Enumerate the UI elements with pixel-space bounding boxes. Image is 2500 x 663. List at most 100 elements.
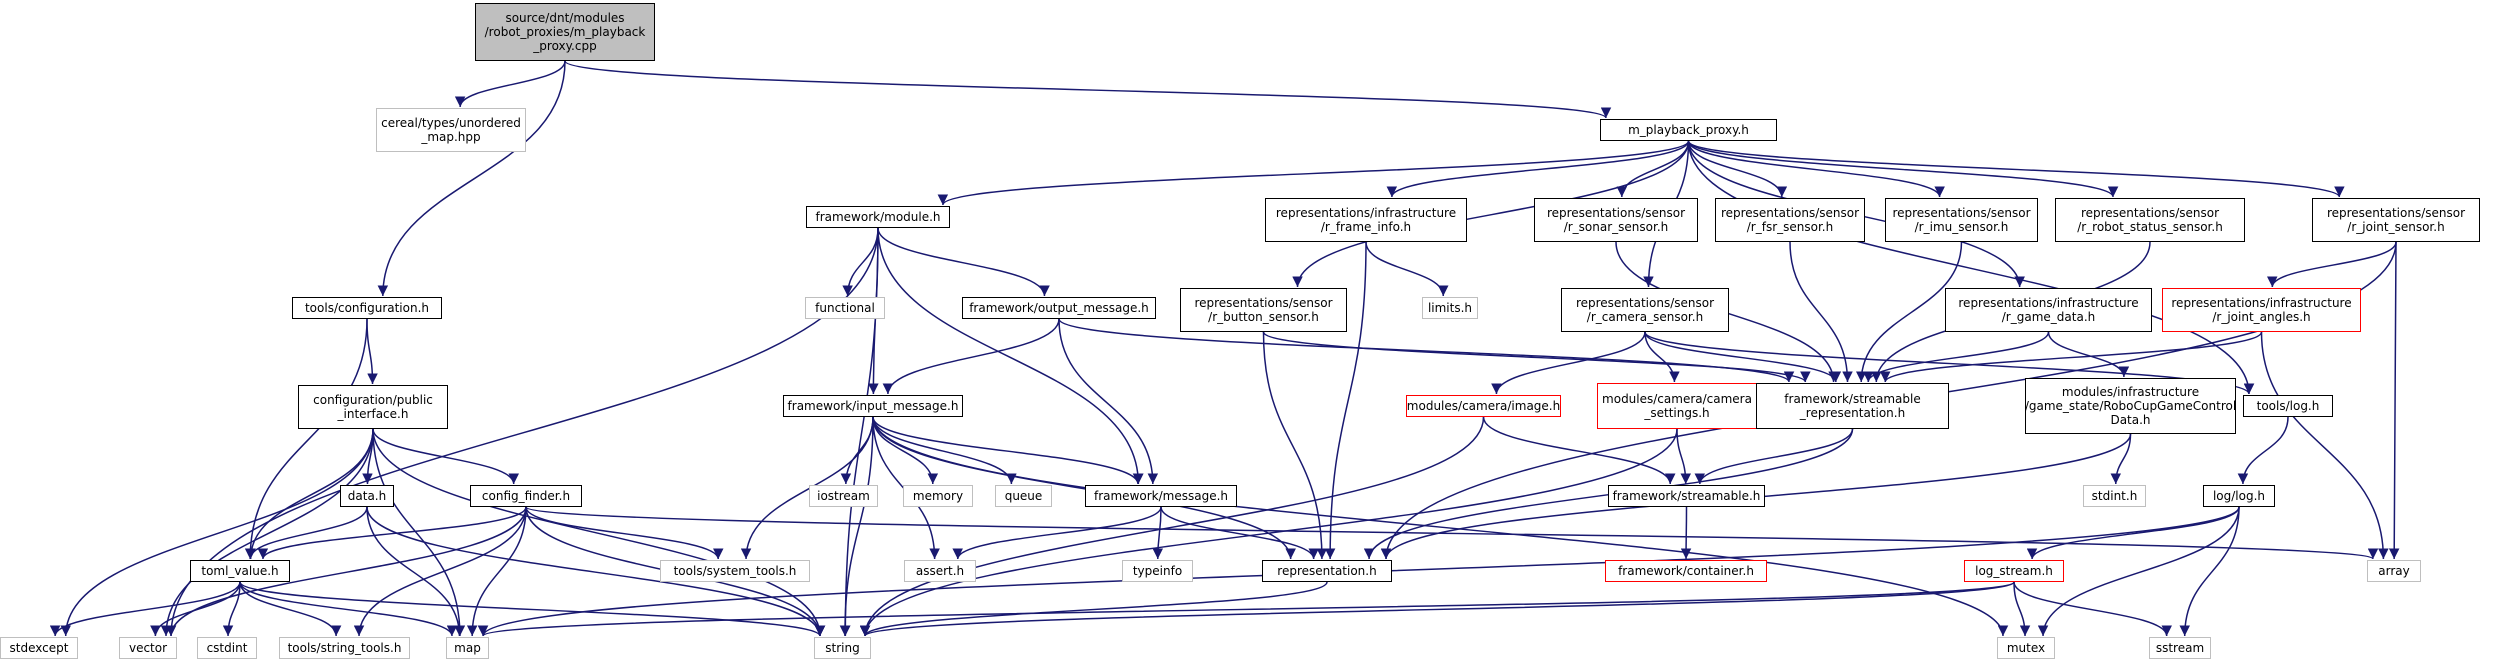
node-m-playback-proxy-h[interactable]: m_playback_proxy.h [1600, 119, 1777, 141]
edge-representation_h-to-string [859, 581, 1328, 637]
node-map[interactable]: map [446, 637, 489, 659]
edge-log_stream-to-string [860, 581, 2015, 637]
edge-m_playback_h-to-r_imu [1687, 140, 1945, 198]
node-iostream[interactable]: iostream [809, 485, 878, 507]
edge-config_finder-to-toml_value [257, 506, 527, 560]
edge-message_h-to-representation_h [1160, 506, 1319, 560]
edge-log_stream-to-map [478, 581, 2015, 637]
node-cereal-unordered-map[interactable]: cereal/types/unordered _map.hpp [376, 108, 526, 152]
edge-r_button-to-streamable_repr [1262, 331, 1811, 383]
node-r-joint-sensor[interactable]: representations/sensor /r_joint_sensor.h [2312, 198, 2480, 242]
node-queue[interactable]: queue [995, 485, 1052, 507]
node-input-message[interactable]: framework/input_message.h [783, 395, 963, 417]
edge-output_message-to-input_message [882, 318, 1060, 395]
node-limits[interactable]: limits.h [1422, 297, 1478, 319]
node-tools-configuration[interactable]: tools/configuration.h [292, 297, 442, 319]
node-tools-log[interactable]: tools/log.h [2243, 395, 2333, 417]
node-configuration-public-interface[interactable]: configuration/public _interface.h [298, 385, 448, 429]
node-r-frame-info[interactable]: representations/infrastructure /r_frame_… [1265, 198, 1467, 242]
node-framework-streamable[interactable]: framework/streamable.h [1608, 485, 1765, 507]
node-r-game-data[interactable]: representations/infrastructure /r_game_d… [1945, 288, 2152, 332]
edge-toml_value-to-map [239, 581, 458, 637]
edge-toml_value-to-vector [150, 581, 241, 637]
node-r-camera-sensor[interactable]: representations/sensor /r_camera_sensor.… [1561, 288, 1729, 332]
edge-streamable_repr-to-streamable_h [1694, 428, 1854, 485]
node-r-sonar-sensor[interactable]: representations/sensor /r_sonar_sensor.h [1534, 198, 1698, 242]
node-r-robot-status-sensor[interactable]: representations/sensor /r_robot_status_s… [2055, 198, 2245, 242]
node-output-message[interactable]: framework/output_message.h [962, 297, 1156, 319]
edge-r_game_data-to-streamable_repr [1863, 331, 2050, 383]
edge-input_message-to-string [839, 416, 874, 637]
edge-r_camera-to-camera_image [1491, 331, 1646, 395]
edge-log_log-to-log_stream [2026, 506, 2240, 560]
edge-m_playback_h-to-r_frame_info [1386, 140, 1690, 198]
edge-config_public-to-map [372, 428, 466, 637]
node-cstdint[interactable]: cstdint [197, 637, 257, 659]
node-m-playback-proxy-cpp[interactable]: source/dnt/modules /robot_proxies/m_play… [475, 3, 655, 61]
edge-toml_value-to-cstdint [222, 581, 241, 637]
node-r-fsr-sensor[interactable]: representations/sensor /r_fsr_sensor.h [1715, 198, 1865, 242]
node-system-tools[interactable]: tools/system_tools.h [660, 560, 810, 582]
edge-r_button-to-representation_h [1262, 331, 1328, 560]
edge-module_h-to-message_h [877, 227, 1144, 485]
edge-log_stream-to-sstream [2013, 581, 2172, 637]
edge-message_h-to-typeinfo [1152, 506, 1164, 560]
node-log-log[interactable]: log/log.h [2203, 485, 2275, 507]
node-string[interactable]: string [814, 637, 871, 659]
edge-root-to-configuration_h [377, 60, 566, 297]
edge-configuration_h-to-toml_value [244, 318, 368, 560]
node-r-button-sensor[interactable]: representations/sensor /r_button_sensor.… [1180, 288, 1347, 332]
node-camera-settings[interactable]: modules/camera/camera _settings.h [1597, 383, 1757, 429]
node-mutex[interactable]: mutex [1997, 637, 2055, 659]
edge-output_message-to-message_h [1058, 318, 1159, 485]
edge-input_message-to-queue [872, 416, 1017, 485]
node-typeinfo[interactable]: typeinfo [1122, 560, 1193, 582]
edge-config_public-to-vector [160, 428, 374, 637]
edge-root-to-m_playback_h [564, 60, 1611, 119]
node-vector[interactable]: vector [119, 637, 177, 659]
edge-config_finder-to-map [466, 506, 527, 637]
edge-configuration_h-to-config_public [366, 318, 378, 385]
edge-toml_value-to-string [239, 581, 826, 637]
node-representation[interactable]: representation.h [1262, 560, 1392, 582]
edge-log_stream-to-mutex [2013, 581, 2031, 637]
edge-tools_log-to-log_log [2237, 416, 2289, 485]
node-string-tools[interactable]: tools/string_tools.h [279, 637, 410, 659]
node-toml-value[interactable]: toml_value.h [190, 560, 290, 582]
node-camera-image[interactable]: modules/camera/image.h [1406, 395, 1561, 417]
edge-data_h-to-map [366, 506, 465, 637]
edge-m_playback_h-to-r_joint [1687, 140, 2345, 198]
node-data-h[interactable]: data.h [340, 485, 394, 507]
node-r-joint-angles[interactable]: representations/infrastructure /r_joint_… [2162, 288, 2361, 332]
edge-camera_settings-to-streamable_h [1676, 428, 1691, 485]
node-config-finder[interactable]: config_finder.h [470, 485, 582, 507]
node-memory[interactable]: memory [903, 485, 973, 507]
node-framework-container[interactable]: framework/container.h [1605, 560, 1767, 582]
edge-config_public-to-stdexcept [60, 428, 374, 637]
edge-r_joint_angles-to-array [2260, 331, 2389, 560]
node-framework-module[interactable]: framework/module.h [806, 206, 950, 228]
node-r-imu-sensor[interactable]: representations/sensor /r_imu_sensor.h [1885, 198, 2038, 242]
node-robocup-game-control-data[interactable]: modules/infrastructure /game_state/RoboC… [2025, 378, 2236, 434]
edge-r_frame_info-to-representation_h [1324, 241, 1367, 560]
node-array[interactable]: array [2367, 560, 2421, 582]
edge-m_playback_h-to-r_button [1292, 140, 1690, 288]
node-log-stream[interactable]: log_stream.h [1964, 560, 2064, 582]
edge-log_log-to-sstream [2179, 506, 2240, 637]
node-stdint[interactable]: stdint.h [2083, 485, 2146, 507]
node-assert[interactable]: assert.h [904, 560, 976, 582]
node-stdexcept[interactable]: stdexcept [0, 637, 78, 659]
edge-toml_value-to-stdexcept [49, 581, 241, 637]
edge-config_public-to-string [372, 428, 826, 637]
node-streamable-representation[interactable]: framework/streamable _representation.h [1756, 383, 1949, 429]
edge-config_finder-to-system_tools [525, 506, 724, 560]
node-sstream[interactable]: sstream [2149, 637, 2211, 659]
edge-r_camera-to-streamable_repr [1644, 331, 1842, 383]
edge-config_finder-to-array [525, 506, 2378, 560]
edge-r_frame_info-to-limits [1365, 241, 1449, 297]
edge-camera_settings-to-string [859, 428, 1678, 637]
node-functional[interactable]: functional [805, 297, 885, 319]
edge-m_playback_h-to-r_fsr [1687, 140, 1788, 198]
node-framework-message[interactable]: framework/message.h [1085, 485, 1237, 507]
edge-r_game_data-to-robocup_data [2047, 331, 2130, 378]
